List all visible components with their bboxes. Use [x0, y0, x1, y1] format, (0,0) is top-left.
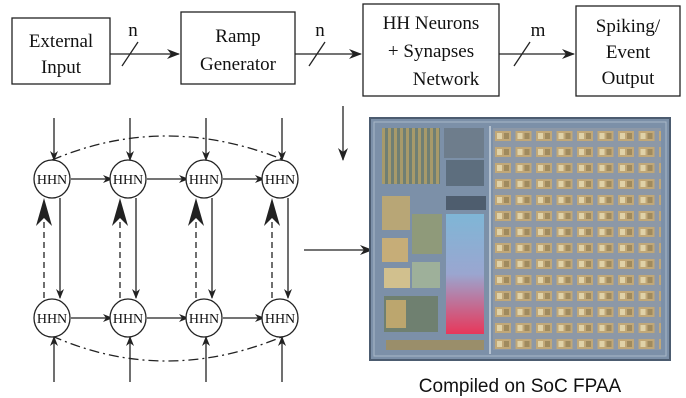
hh-neuron-label: HHN	[113, 173, 143, 188]
hh-neuron-bottom-4: HHN	[261, 298, 299, 338]
hh-neuron-bottom-2: HHN	[109, 298, 147, 338]
external-input-line1: External	[29, 31, 93, 52]
hh-neuron-label: HHN	[189, 173, 219, 188]
chip-cell-array	[493, 128, 661, 350]
ramp-generator-line2: Generator	[200, 54, 277, 75]
ramp-generator-line1: Ramp	[215, 26, 260, 47]
chip-top-left-block	[382, 128, 440, 184]
bus-arrow-m: m	[499, 20, 575, 67]
hh-network-line2: + Synapses	[388, 41, 474, 62]
hh-network-line1: HH Neurons	[383, 13, 480, 34]
block-external-input: External Input	[11, 17, 111, 85]
hh-neuron-bottom-1: HHN	[33, 298, 71, 338]
hh-neuron-top-4: HHN	[261, 159, 299, 199]
external-input-line2: Input	[41, 57, 82, 78]
block-output: Spiking/ Event Output	[575, 5, 681, 97]
bus-arrow-n1: n	[110, 20, 180, 67]
hh-neuron-bottom-3: HHN	[185, 298, 223, 338]
hh-neuron-label: HHN	[113, 312, 143, 327]
output-line1: Spiking/	[596, 16, 661, 37]
bus-label-m: m	[531, 20, 546, 41]
bus-label-n1: n	[128, 20, 138, 41]
hh-neuron-label: HHN	[37, 173, 67, 188]
bottom-feedback-loop	[51, 335, 285, 362]
neuron-network: HHN HHN HHN HHN HHN HHN HHN HHN	[33, 118, 299, 382]
hh-neuron-label: HHN	[37, 312, 67, 327]
chip-gradient-column	[446, 214, 484, 334]
hh-neuron-top-2: HHN	[109, 159, 147, 199]
top-feedback-loop	[51, 135, 285, 161]
fpaa-chip-image	[369, 117, 671, 361]
hh-neuron-label: HHN	[189, 312, 219, 327]
chip-caption: Compiled on SoC FPAA	[419, 376, 622, 397]
bus-arrow-n2: n	[295, 20, 362, 67]
hh-neuron-top-3: HHN	[185, 159, 223, 199]
hh-neuron-label: HHN	[265, 173, 295, 188]
hh-neuron-label: HHN	[265, 312, 295, 327]
bus-label-n2: n	[315, 20, 325, 41]
block-ramp-generator: Ramp Generator	[180, 11, 296, 85]
output-line3: Output	[602, 68, 656, 89]
output-line2: Event	[606, 42, 651, 63]
block-hh-network: HH Neurons + Synapses Network	[362, 3, 500, 97]
hh-network-line3: Network	[413, 69, 480, 90]
hh-neuron-top-1: HHN	[33, 159, 71, 199]
